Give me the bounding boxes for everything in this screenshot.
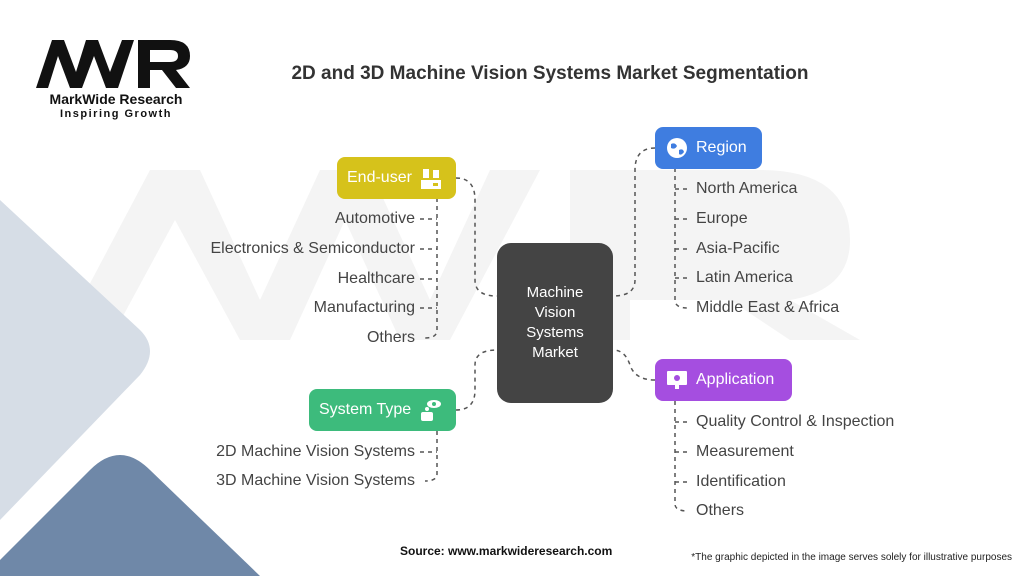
logo-mark	[36, 40, 190, 88]
list-item: Others	[366, 329, 415, 346]
globe-icon	[667, 138, 687, 158]
category-label: Application	[696, 371, 775, 388]
list-item: Latin America	[696, 269, 793, 286]
connectors	[420, 147, 690, 512]
logo-tagline: Inspiring Growth	[60, 108, 172, 120]
category-label: End-user	[347, 169, 412, 186]
center-node: Machine Vision Systems Market	[497, 243, 613, 403]
page-title: 2D and 3D Machine Vision Systems Market …	[291, 63, 809, 84]
list-item: 2D Machine Vision Systems	[216, 443, 415, 460]
list-item: Electronics & Semiconductor	[210, 240, 415, 257]
list-item: Manufacturing	[313, 299, 415, 316]
list-item: Asia-Pacific	[696, 240, 780, 257]
list-item: North America	[696, 180, 798, 197]
decor-shape-light	[0, 200, 150, 520]
category-application: Application	[655, 359, 792, 401]
category-region: Region	[655, 127, 762, 169]
disclaimer-text: *The graphic depicted in the image serve…	[691, 552, 1012, 563]
list-item: Europe	[696, 210, 748, 227]
list-item: Measurement	[696, 443, 794, 460]
category-system-type: System Type	[309, 389, 456, 431]
category-end-user: End-user	[337, 157, 456, 199]
list-item: Healthcare	[337, 270, 415, 287]
list-item: Identification	[696, 473, 786, 490]
monitor-inspection-icon	[667, 371, 687, 389]
logo-name: MarkWide Research	[49, 91, 183, 107]
category-label: System Type	[319, 401, 412, 418]
source-text: Source: www.markwideresearch.com	[400, 544, 613, 558]
list-item: Automotive	[334, 210, 415, 227]
watermark	[60, 170, 860, 340]
list-item: 3D Machine Vision Systems	[216, 472, 415, 489]
list-item: Others	[696, 502, 745, 519]
factory-robot-icon	[420, 169, 441, 189]
list-item: Middle East & Africa	[696, 299, 840, 316]
center-label: Machine Vision Systems Market	[526, 284, 584, 361]
decor-shape-dark	[0, 455, 260, 576]
category-label: Region	[696, 139, 747, 156]
robot-eye-icon	[421, 400, 442, 421]
list-item: Quality Control & Inspection	[696, 413, 895, 430]
